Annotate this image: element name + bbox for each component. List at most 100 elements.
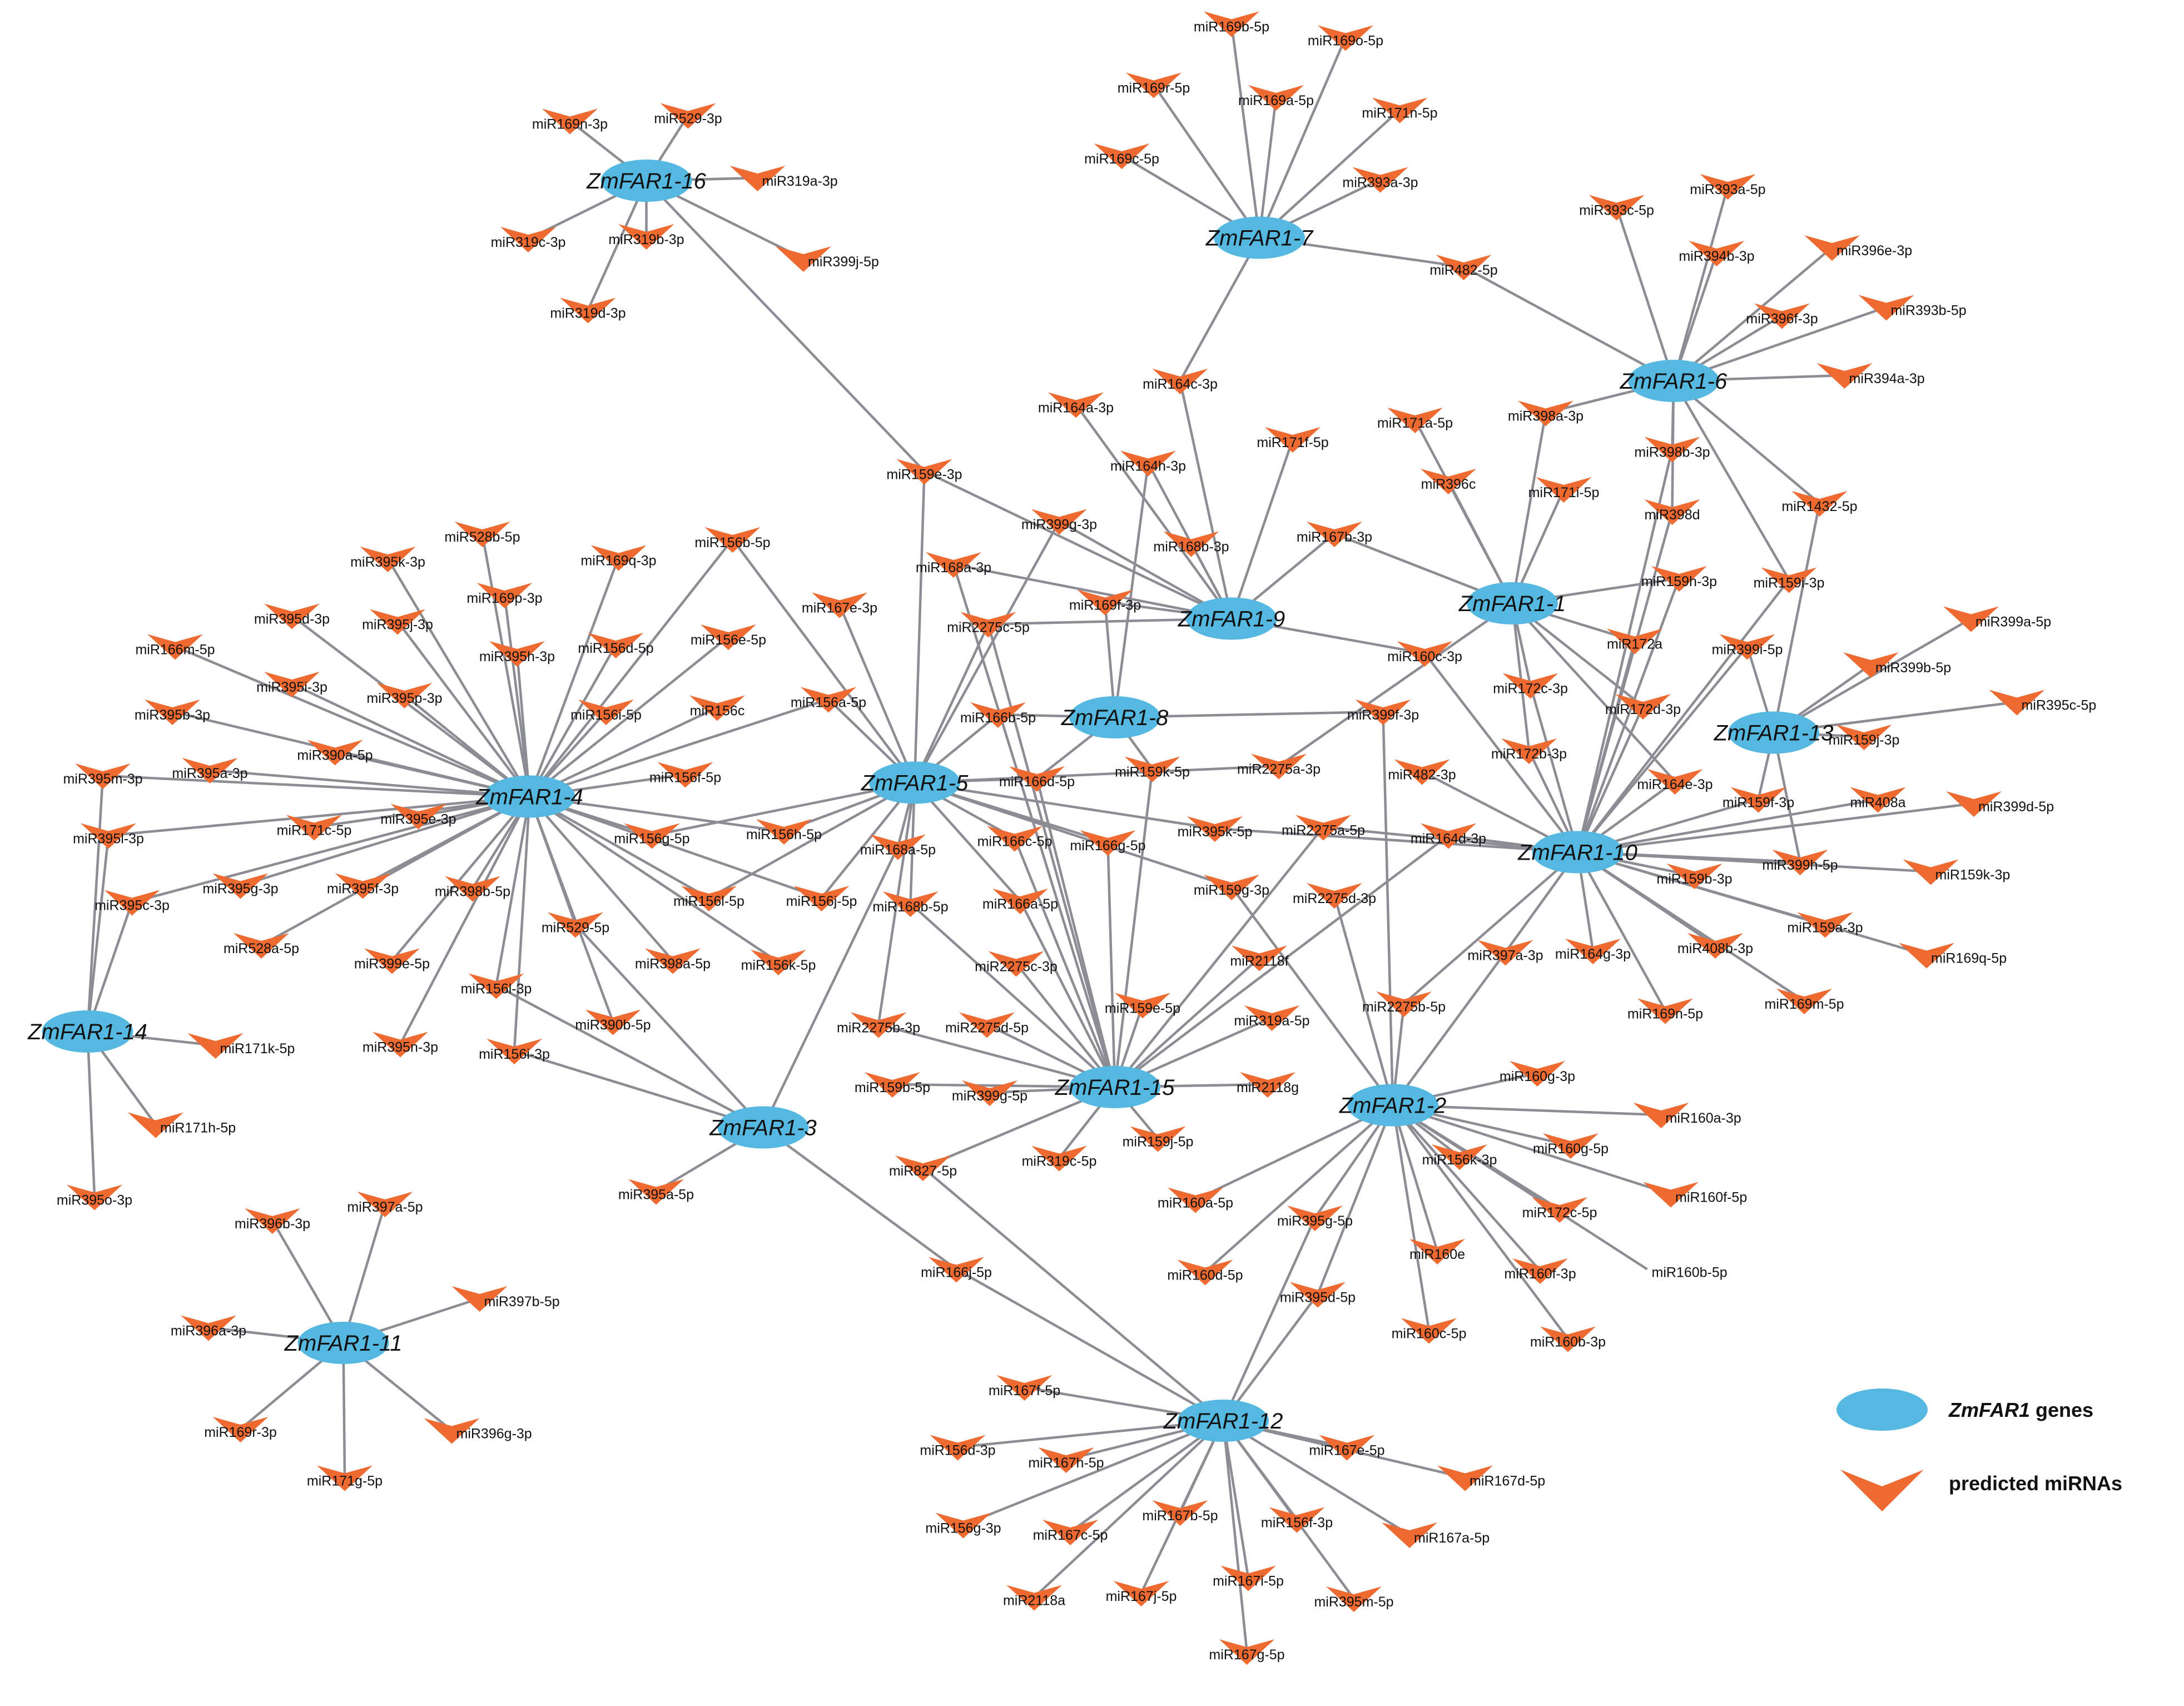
mirna-node-mir156d-5p[interactable]: miR156d-5p [578,633,654,658]
mirna-node-mir396b-3p[interactable]: miR396b-3p [235,1208,310,1234]
mirna-node-mir396e-3p[interactable]: miR396e-3p [1804,235,1912,261]
mirna-node-mir167f-5p[interactable]: miR167f-5p [989,1375,1060,1401]
mirna-node-mir159i-3p[interactable]: miR159i-3p [1754,567,1825,593]
mirna-node-mir395b-3p[interactable]: miR395b-3p [135,700,210,725]
mirna-node-mir167h-5p[interactable]: miR167h-5p [1028,1447,1104,1473]
mirna-node-mir156f-3p[interactable]: miR156f-3p [1261,1507,1333,1533]
mirna-node-mir169p-3p[interactable]: miR169p-3p [466,583,543,608]
mirna-node-mir159b-3p[interactable]: miR159b-3p [1656,864,1733,889]
mirna-node-mir395j-3p[interactable]: miR395j-3p [362,609,433,635]
mirna-node-mir319a-3p[interactable]: miR319a-3p [729,166,838,191]
mirna-node-mir172c-5p[interactable]: miR172c-5p [1522,1197,1597,1223]
mirna-node-mir172c-3p[interactable]: miR172c-3p [1493,673,1568,699]
mirna-node-mir528b-5p[interactable]: miR528b-5p [444,522,520,547]
mirna-node-mir395c-3p[interactable]: miR395c-3p [95,890,170,916]
mirna-node-mir167d-5p[interactable]: miR167d-5p [1437,1465,1545,1491]
mirna-node-mir156i-3p[interactable]: miR156i-3p [479,1039,550,1064]
mirna-node-mir167e-5p[interactable]: miR167e-5p [1309,1435,1385,1461]
mirna-node-mir2275c-3p[interactable]: miR2275c-3p [975,951,1058,977]
mirna-node-mir395k-5p[interactable]: miR395k-5p [1178,816,1253,842]
mirna-node-mir159g-3p[interactable]: miR159g-3p [1194,875,1269,900]
mirna-node-mir171n-5p[interactable]: miR171n-5p [1362,97,1438,123]
mirna-node-mir156b-5p[interactable]: miR156b-5p [694,527,771,553]
mirna-node-mir169r-5p[interactable]: miR169r-5p [1118,72,1190,98]
mirna-node-mir408a[interactable]: miR408a [1850,787,1906,813]
mirna-node-mir396a-3p[interactable]: miR396a-3p [171,1315,246,1341]
mirna-node-mir169c-5p[interactable]: miR169c-5p [1084,143,1159,169]
mirna-node-mir156a-5p[interactable]: miR156a-5p [791,687,866,713]
mirna-node-mir168b-3p[interactable]: miR168b-3p [1153,531,1229,557]
mirna-node-mir159k-5p[interactable]: miR159k-5p [1115,756,1190,782]
mirna-node-mir393a-5p[interactable]: miR393a-5p [1690,174,1766,200]
mirna-node-mir319c-3p[interactable]: miR319c-3p [491,227,566,252]
gene-node-zmfar1-9[interactable]: ZmFAR1-9 [1178,597,1285,640]
mirna-node-mir156j-5p[interactable]: miR156j-5p [786,886,857,911]
mirna-node-mir156l-3p[interactable]: miR156l-3p [461,973,532,999]
mirna-node-mir160g-3p[interactable]: miR160g-3p [1500,1061,1575,1087]
mirna-node-mir160g-5p[interactable]: miR160g-5p [1533,1133,1609,1159]
mirna-node-mir2275a-5p[interactable]: miR2275a-5p [1282,815,1365,841]
mirna-node-mir394b-3p[interactable]: miR394b-3p [1679,241,1755,266]
gene-node-zmfar1-12[interactable]: ZmFAR1-12 [1163,1400,1283,1442]
mirna-node-mir164g-3p[interactable]: miR164g-3p [1555,939,1631,964]
mirna-node-mir156k-5p[interactable]: miR156k-5p [741,950,816,975]
mirna-node-mir397a-5p[interactable]: miR397a-5p [347,1192,423,1217]
mirna-node-mir160f-3p[interactable]: miR160f-3p [1504,1258,1576,1284]
mirna-node-mir164e-3p[interactable]: miR164e-3p [1637,769,1713,795]
mirna-node-mir167g-5p[interactable]: miR167g-5p [1209,1639,1285,1665]
mirna-node-mir399g-3p[interactable]: miR399g-3p [1021,509,1097,535]
mirna-node-mir395a-3p[interactable]: miR395a-3p [172,758,248,783]
mirna-node-mir395d-5p[interactable]: miR395d-5p [1280,1282,1356,1308]
mirna-node-mir2275b-3p[interactable]: miR2275b-3p [837,1012,920,1038]
mirna-node-mir167j-5p[interactable]: miR167j-5p [1106,1581,1177,1606]
mirna-node-mir528a-5p[interactable]: miR528a-5p [224,933,299,959]
mirna-node-mir399e-5p[interactable]: miR399e-5p [354,948,430,974]
gene-node-zmfar1-15[interactable]: ZmFAR1-15 [1055,1066,1175,1108]
mirna-node-mir169a-5p[interactable]: miR169a-5p [1238,85,1314,111]
mirna-node-mir398b-5p[interactable]: miR398b-5p [435,876,510,902]
gene-node-zmfar1-14[interactable]: ZmFAR1-14 [27,1010,147,1053]
mirna-node-mir395h-3p[interactable]: miR395h-3p [479,641,555,667]
mirna-node-mir399d-5p[interactable]: miR399d-5p [1946,791,2054,817]
mirna-node-mir167i-5p[interactable]: miR167i-5p [1213,1565,1284,1591]
mirna-node-mir319c-5p[interactable]: miR319c-5p [1022,1145,1097,1172]
mirna-node-mir167e-3p[interactable]: miR167e-3p [802,592,877,618]
mirna-node-mir160d-5p[interactable]: miR160d-5p [1167,1259,1243,1286]
mirna-node-mir171h-5p[interactable]: miR171h-5p [128,1112,236,1138]
mirna-node-mir390b-5p[interactable]: miR390b-5p [575,1009,651,1035]
gene-node-zmfar1-4[interactable]: ZmFAR1-4 [475,775,583,818]
mirna-node-mir2275c-5p[interactable]: miR2275c-5p [947,612,1030,638]
gene-node-zmfar1-16[interactable]: ZmFAR1-16 [586,160,707,202]
mirna-node-mir159j-3p[interactable]: miR159j-3p [1829,725,1900,750]
mirna-node-mir171i-5p[interactable]: miR171i-5p [1528,477,1600,503]
mirna-node-mir399b-5p[interactable]: miR399b-5p [1843,652,1951,678]
mirna-node-mir399a-5p[interactable]: miR399a-5p [1943,606,2051,632]
mirna-node-mir395m-5p[interactable]: miR395m-5p [1314,1586,1394,1612]
mirna-node-mir156h-5p[interactable]: miR156h-5p [746,819,822,845]
mirna-node-mir398a-5p[interactable]: miR398a-5p [635,948,711,974]
mirna-node-mir390a-5p[interactable]: miR390a-5p [297,740,373,766]
mirna-node-mir167b-3p[interactable]: miR167b-3p [1297,522,1372,547]
mirna-node-mir156k-3p[interactable]: miR156k-3p [1422,1144,1497,1170]
mirna-node-mir171g-5p[interactable]: miR171g-5p [307,1465,383,1491]
mirna-node-mir160a-5p[interactable]: miR160a-5p [1158,1187,1233,1213]
mirna-node-mir172a[interactable]: miR172a [1607,628,1662,654]
mirna-node-mir396g-3p[interactable]: miR396g-3p [424,1418,532,1444]
mirna-node-mir395o-3p[interactable]: miR395o-3p [57,1184,132,1211]
mirna-node-mir169f-3p[interactable]: miR169f-3p [1069,589,1141,616]
mirna-node-mir156g-5p[interactable]: miR156g-5p [614,823,690,849]
mirna-node-mir395p-3p[interactable]: miR395p-3p [366,683,443,708]
mirna-node-mir393c-5p[interactable]: miR393c-5p [1579,195,1654,221]
mirna-node-mir408b-3p[interactable]: miR408b-3p [1677,933,1753,959]
mirna-node-mir159j-5p[interactable]: miR159j-5p [1123,1126,1194,1152]
mirna-node-mir172d-3p[interactable]: miR172d-3p [1605,694,1681,720]
mirna-node-mir397a-3p[interactable]: miR397a-3p [1467,940,1543,966]
mirna-node-mir482-3p[interactable]: miR482-3p [1388,759,1456,785]
mirna-node-mir166d-5p[interactable]: miR166d-5p [999,766,1075,792]
mirna-node-mir168a-3p[interactable]: miR168a-3p [916,552,991,578]
mirna-node-mir399j-5p[interactable]: miR399j-5p [776,246,879,272]
mirna-node-mir167c-5p[interactable]: miR167c-5p [1033,1520,1108,1545]
mirna-node-mir397b-5p[interactable]: miR397b-5p [451,1286,560,1312]
mirna-node-mir159k-3p[interactable]: miR159k-3p [1903,859,2011,885]
mirna-node-mir169r-3p[interactable]: miR169r-3p [204,1417,277,1442]
